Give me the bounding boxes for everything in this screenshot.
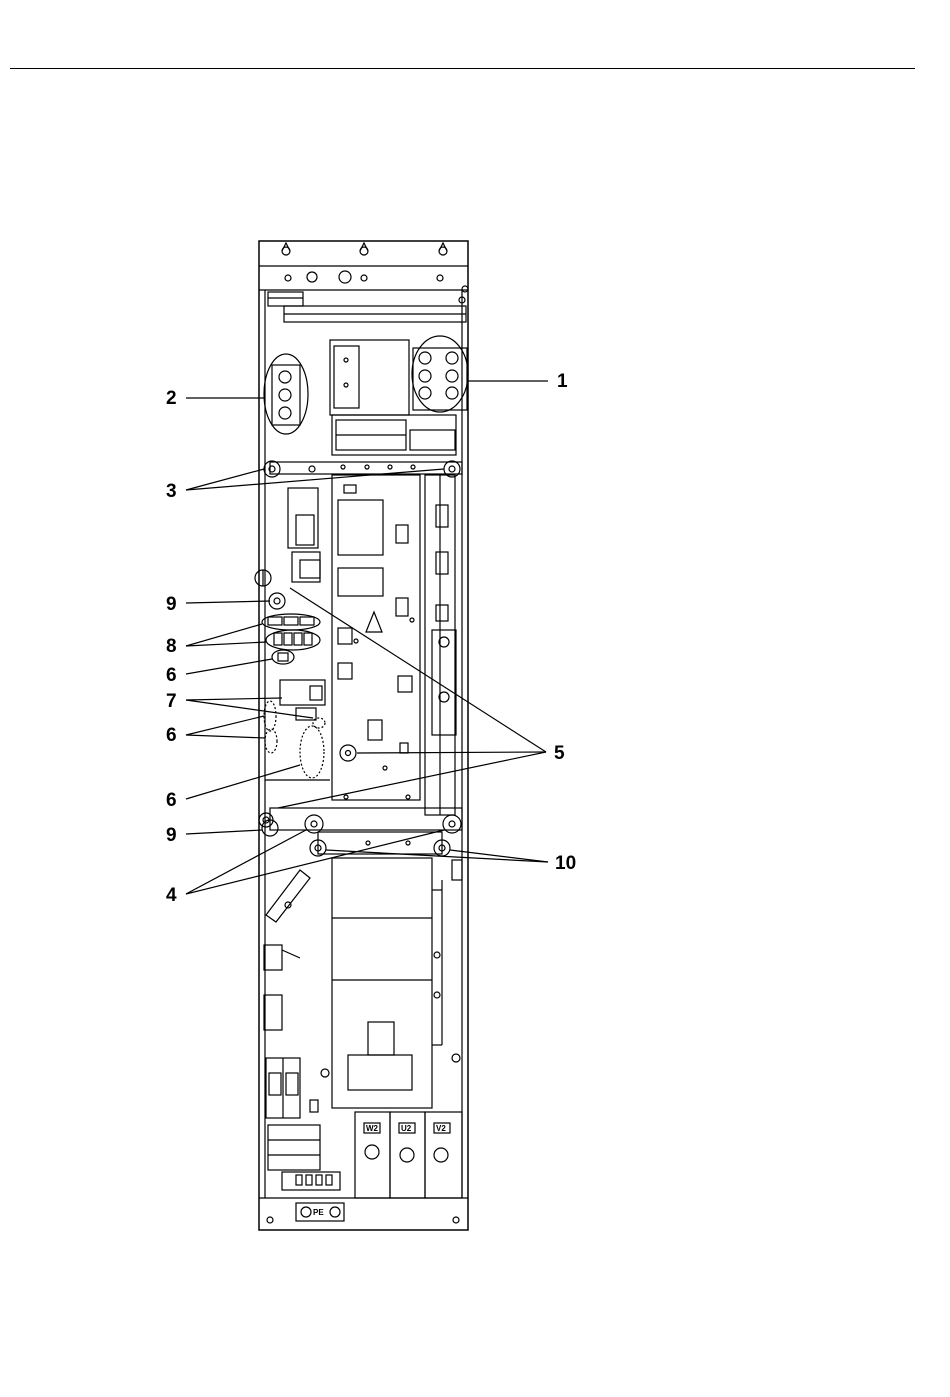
leader-lines [186, 381, 548, 894]
callout-1: 1 [557, 371, 568, 392]
callout-numbers: 1 2 3 9 8 6 7 6 5 6 9 10 4 [166, 371, 576, 906]
callout-4: 4 [166, 885, 177, 906]
lower-fan-module [264, 858, 462, 1108]
callout-5: 5 [554, 743, 565, 764]
control-board [332, 475, 420, 800]
callout-7: 7 [166, 691, 177, 712]
bottom-left-fuses [266, 1058, 340, 1190]
callout-9-top: 9 [166, 594, 177, 615]
terminal-label-v2: V2 [436, 1124, 446, 1133]
terminal-label-w2: W2 [366, 1124, 379, 1133]
pe-bar [267, 1203, 459, 1223]
callout-6-lower: 6 [166, 790, 177, 811]
callout-3: 3 [166, 481, 177, 502]
terminal-label-pe: PE [313, 1208, 324, 1217]
callout-8: 8 [166, 636, 177, 657]
left-terminal-block [264, 354, 308, 434]
callout-6-upper: 6 [166, 665, 177, 686]
upper-module [330, 340, 456, 455]
left-electronics [255, 488, 330, 836]
callout-10: 10 [555, 853, 576, 874]
hanging-holes [268, 243, 468, 322]
terminal-label-u2: U2 [401, 1124, 412, 1133]
callout-9-bottom: 9 [166, 825, 177, 846]
right-power-strip [425, 475, 456, 815]
callout-2: 2 [166, 388, 177, 409]
callout-6-middle: 6 [166, 725, 177, 746]
right-terminal-block [412, 336, 468, 412]
